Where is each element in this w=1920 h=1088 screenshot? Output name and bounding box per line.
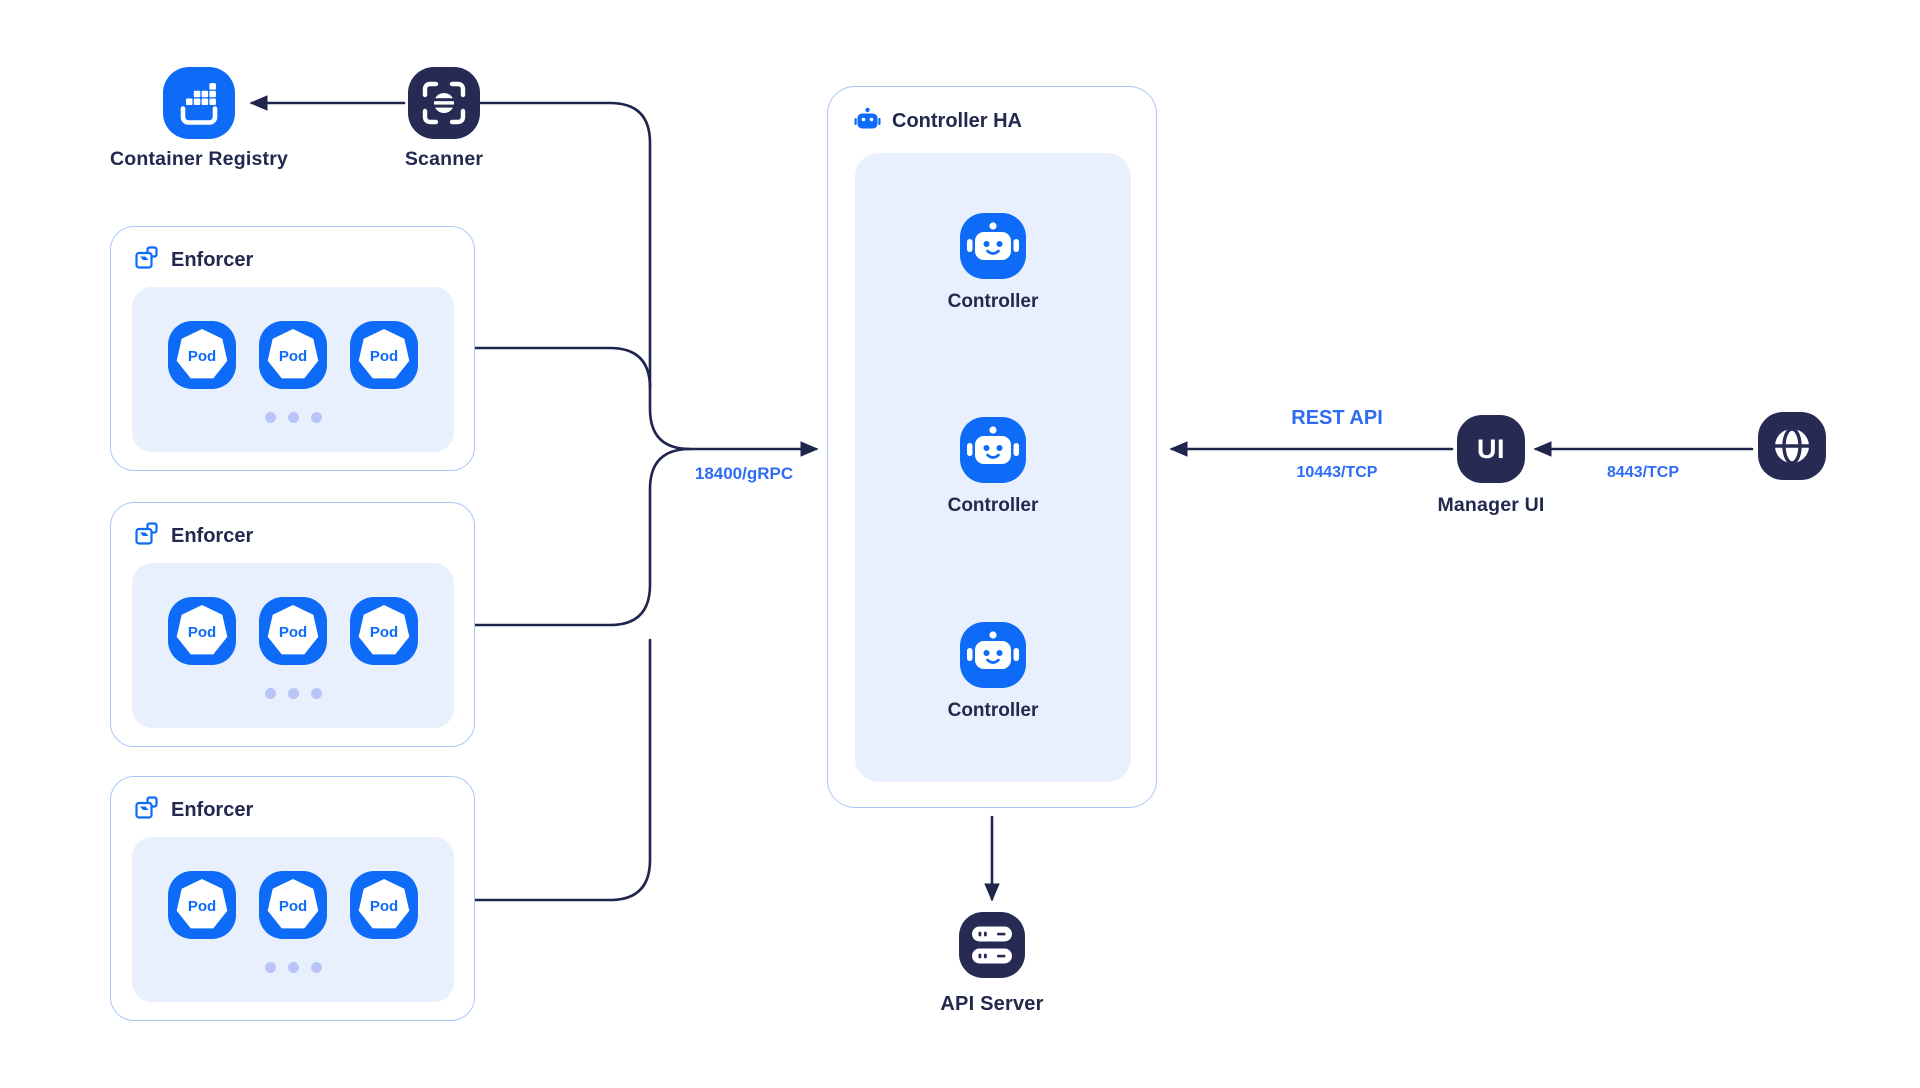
more-pods-ellipsis <box>132 962 454 973</box>
enforcer-icon <box>133 794 160 826</box>
controller-label: Controller <box>947 700 1039 721</box>
enforcer-panel: Pod Pod Pod <box>132 837 454 1002</box>
enforcer-box-2: Enforcer Pod Pod <box>110 502 475 747</box>
edge-scanner-to-controller <box>478 101 819 457</box>
svg-text:Pod: Pod <box>370 348 398 365</box>
controller-label: Controller <box>947 291 1039 312</box>
browser-port-label: 8443/TCP <box>1606 464 1680 481</box>
svg-text:Pod: Pod <box>188 348 216 365</box>
svg-text:Pod: Pod <box>370 898 398 915</box>
enforcer-icon <box>133 520 160 552</box>
controller-icon <box>960 213 1026 279</box>
grpc-port-label: 18400/gRPC <box>694 464 794 483</box>
edge-enforcer1-to-trunk <box>473 346 652 390</box>
container-registry-label: Container Registry <box>109 148 289 170</box>
controller-icon <box>960 417 1026 483</box>
browser-globe-icon <box>1758 412 1826 480</box>
enforcer-box-3: Enforcer Pod Pod <box>110 776 475 1021</box>
svg-text:Pod: Pod <box>188 624 216 641</box>
container-registry-icon <box>163 67 235 139</box>
pod-icon: Pod <box>350 871 418 939</box>
manager-ui-label: Manager UI <box>1437 494 1545 516</box>
api-server-icon <box>959 912 1025 978</box>
robot-icon <box>854 107 881 136</box>
pod-icon: Pod <box>259 597 327 665</box>
svg-text:Pod: Pod <box>188 898 216 915</box>
pod-icon: Pod <box>168 871 236 939</box>
pod-icon: Pod <box>168 597 236 665</box>
edge-enforcer3-to-trunk <box>473 638 652 902</box>
pod-icon: Pod <box>259 871 327 939</box>
svg-text:Pod: Pod <box>370 624 398 641</box>
svg-text:Pod: Pod <box>279 348 307 365</box>
manager-ui-icon: UI <box>1457 415 1525 483</box>
pod-icon: Pod <box>350 321 418 389</box>
controller-ha-box: Controller HA Controller <box>827 86 1157 808</box>
pod-icon: Pod <box>259 321 327 389</box>
svg-text:Pod: Pod <box>279 624 307 641</box>
rest-port-label: 10443/TCP <box>1296 464 1378 481</box>
pod-icon: Pod <box>168 321 236 389</box>
enforcer-title: Enforcer <box>171 248 254 271</box>
edge-enforcer2-to-trunk <box>473 447 692 627</box>
manager-ui-icon-text: UI <box>1477 433 1505 464</box>
more-pods-ellipsis <box>132 688 454 699</box>
enforcer-panel: Pod Pod Pod <box>132 563 454 728</box>
enforcer-box-1: Enforcer Pod Pod <box>110 226 475 471</box>
enforcer-title: Enforcer <box>171 798 254 821</box>
controller-label: Controller <box>947 495 1039 516</box>
pod-icon: Pod <box>350 597 418 665</box>
api-server-label: API Server <box>940 993 1044 1015</box>
enforcer-title: Enforcer <box>171 524 254 547</box>
scanner-icon <box>408 67 480 139</box>
scanner-label: Scanner <box>404 148 484 170</box>
more-pods-ellipsis <box>132 412 454 423</box>
svg-text:Pod: Pod <box>279 898 307 915</box>
rest-api-label: REST API <box>1291 407 1383 429</box>
enforcer-panel: Pod Pod Pod <box>132 287 454 452</box>
controller-icon <box>960 622 1026 688</box>
enforcer-icon <box>133 244 160 276</box>
controller-ha-title: Controller HA <box>892 110 1022 132</box>
